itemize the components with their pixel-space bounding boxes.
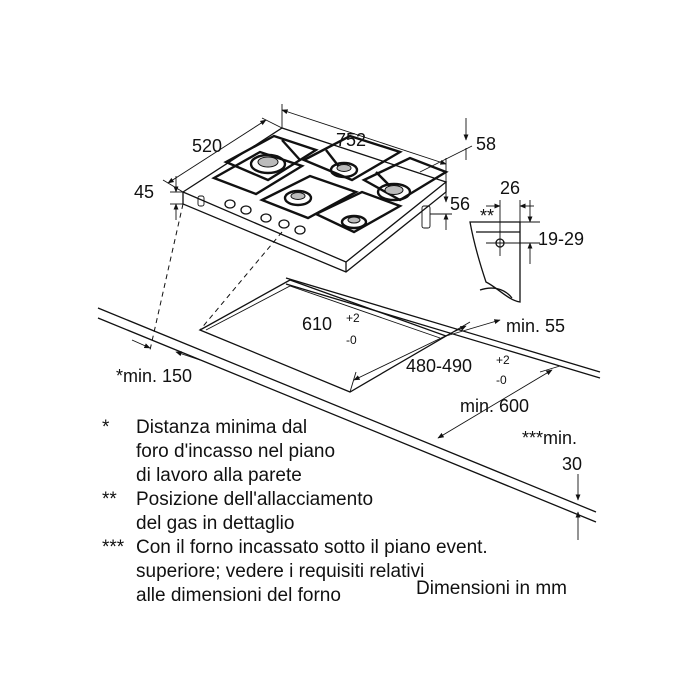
gas-connection-detail: 26 ** 19-29 bbox=[469, 178, 584, 303]
control-knobs bbox=[224, 199, 306, 235]
hob-foot bbox=[421, 205, 431, 229]
footnote-2: ** Posizione dell'allacciamento del gas … bbox=[102, 489, 374, 534]
unit-label: Dimensioni in mm bbox=[416, 578, 567, 599]
burners bbox=[249, 153, 412, 230]
footnote-3: *** Con il forno incassato sotto il pian… bbox=[102, 537, 488, 606]
knob-icon bbox=[240, 205, 252, 215]
dim-side-offset: 58 bbox=[476, 134, 496, 154]
knob-icon bbox=[278, 219, 290, 229]
footnote-1: * Distanza minima dal foro d'incasso nel… bbox=[102, 417, 336, 486]
dim-cutout-width-tol-minus: -0 bbox=[346, 333, 357, 347]
dim-min-back: min. 55 bbox=[506, 316, 565, 336]
dim-gas-height: 19-29 bbox=[538, 229, 584, 249]
footnotes: * Distanza minima dal foro d'incasso nel… bbox=[102, 416, 622, 608]
dim-min-under-value: 30 bbox=[562, 454, 582, 474]
dim-width-total: 752 bbox=[336, 130, 366, 150]
knob-icon bbox=[260, 213, 272, 223]
dim-gas-offset: 26 bbox=[500, 178, 520, 198]
dim-min-side: *min. 150 bbox=[116, 366, 192, 386]
knob-icon bbox=[294, 225, 306, 235]
dim-cutout-depth-tol-minus: -0 bbox=[496, 373, 507, 387]
dim-cutout-depth: 480-490 bbox=[406, 356, 472, 376]
burner-front-right bbox=[340, 214, 368, 230]
dim-cutout-width-tol-plus: +2 bbox=[346, 311, 360, 325]
gas-marker: ** bbox=[480, 206, 494, 226]
dim-height-total: 45 bbox=[134, 182, 154, 202]
dim-cutout-width: 610 bbox=[302, 314, 332, 334]
dim-min-front: min. 600 bbox=[460, 396, 529, 416]
cooktop: 752 520 45 58 56 bbox=[134, 104, 496, 273]
burner-rear-right bbox=[376, 182, 412, 202]
pan-supports bbox=[211, 134, 449, 234]
dim-min-under-label: ***min. bbox=[522, 428, 577, 448]
worktop: 610 +2 -0 480-490 +2 -0 min. 55 *min. 15… bbox=[97, 203, 601, 540]
dim-cutout-depth-tol-plus: +2 bbox=[496, 353, 510, 367]
knob-icon bbox=[224, 199, 236, 209]
dim-depth-offset: 56 bbox=[450, 194, 470, 214]
burner-front-middle bbox=[283, 189, 313, 207]
dim-depth-total: 520 bbox=[192, 136, 222, 156]
